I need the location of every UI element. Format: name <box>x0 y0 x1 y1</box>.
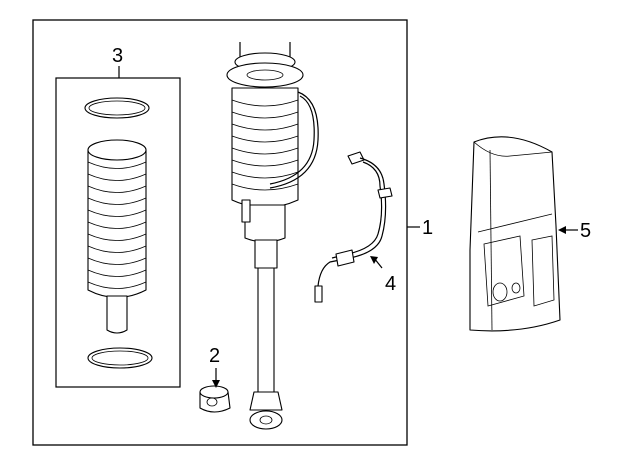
assembly-group-frame <box>32 19 408 446</box>
sensor-harness-part <box>314 151 393 303</box>
splash-shield-part <box>469 136 561 332</box>
callout-2-label: 2 <box>209 345 220 367</box>
callout-1-label: 1 <box>422 217 433 239</box>
callout-3-label: 3 <box>112 45 123 67</box>
air-spring-part <box>84 97 153 369</box>
leader-lines <box>118 66 578 388</box>
callout-4-label: 4 <box>385 273 396 295</box>
bushing-part <box>199 385 231 413</box>
air-spring-group-frame <box>55 77 181 388</box>
callout-5-label: 5 <box>580 220 591 242</box>
shock-absorber-part <box>226 42 319 430</box>
